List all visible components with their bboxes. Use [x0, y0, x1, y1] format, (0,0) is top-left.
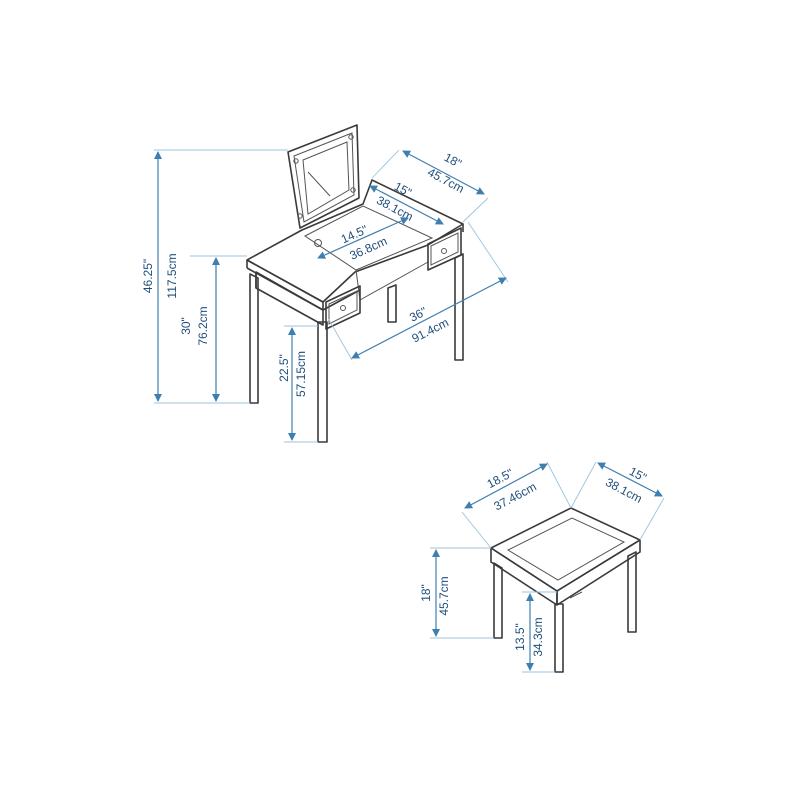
drawer-knob [340, 305, 346, 311]
vanity-total-height-inch: 46.25" [141, 259, 155, 293]
stool-width-inch: 18.5" [485, 466, 516, 491]
vanity-total-height-dimension: 46.25" 117.5cm [141, 149, 288, 404]
vanity-width-inch: 36" [407, 304, 429, 324]
vanity-compartment-depth-dimension: 15" 38.1cm [369, 179, 444, 225]
vanity-depth-cm: 45.7cm [425, 165, 466, 196]
stool-clearance-cm: 34.3cm [531, 617, 545, 656]
vanity-apron [255, 271, 324, 326]
stool-seat [490, 507, 641, 606]
stool-depth-inch: 15" [627, 464, 649, 485]
vanity-compartment-width-dimension: 14.5" 36.8cm [317, 217, 409, 263]
vanity-table-height-inch: 30" [179, 317, 193, 335]
vanity-compartment-depth-inch: 15" [392, 179, 414, 200]
stool-clearance-inch: 13.5" [513, 623, 527, 651]
vanity-table-height-dimension: 30" 76.2cm [179, 255, 247, 402]
vanity-total-height-cm: 117.5cm [165, 253, 179, 298]
vanity-table-drawing [246, 124, 464, 443]
drawer-knob [441, 248, 447, 254]
stool-seat-height-dimension: 18" 45.7cm [419, 547, 494, 639]
vanity-knee-height-inch: 22.5" [277, 354, 291, 382]
vanity-table-height-cm: 76.2cm [196, 306, 210, 345]
stool-seat-height-cm: 45.7cm [437, 576, 451, 615]
vanity-legs [249, 253, 464, 443]
stool-depth-dimension: 15" 38.1cm [570, 461, 665, 541]
vanity-knee-height-dimension: 22.5" 57.15cm [277, 325, 318, 443]
vanity-dimensions: 46.25" 117.5cm 30" 76.2cm 22.5" 57.15cm … [141, 149, 509, 443]
stool-seat-height-inch: 18" [419, 584, 433, 602]
vanity-depth-inch: 18" [442, 150, 464, 171]
stool-legs [493, 551, 637, 673]
vanity-knee-height-cm: 57.15cm [294, 351, 308, 397]
stool-clearance-dimension: 13.5" 34.3cm [513, 591, 557, 673]
vanity-mirror-lid [287, 124, 360, 229]
vanity-width-dimension: 36" 91.4cm [327, 221, 509, 361]
